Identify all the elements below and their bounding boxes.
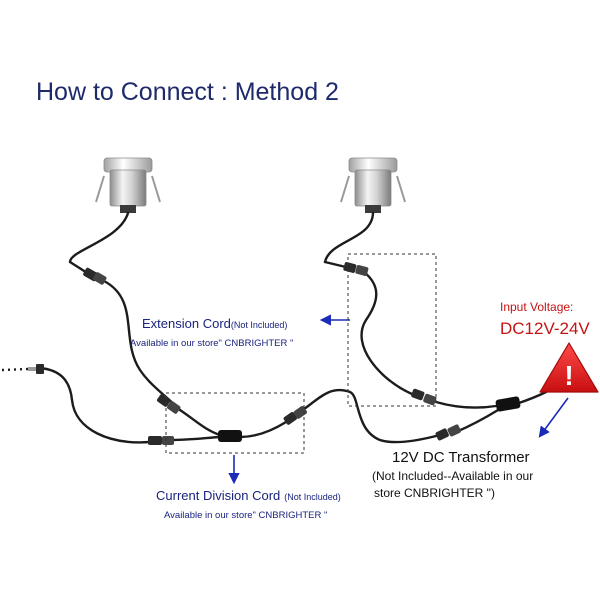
input-voltage-label: Input Voltage:: [500, 300, 573, 314]
led-lamp-icon: [340, 157, 406, 213]
input-voltage-value: DC12V-24V: [500, 319, 590, 338]
extension-cord-availability: Available in our store" CNBRIGHTER ": [130, 338, 293, 349]
extension-cord-highlight: [347, 253, 437, 407]
led-lamp-icon: [95, 157, 161, 213]
page-title: How to Connect : Method 2: [36, 78, 339, 106]
extension-cord-label: Extension Cord(Not Included): [142, 316, 287, 331]
arrow-icon: [538, 397, 569, 438]
cable-network: [38, 211, 548, 444]
division-cord-availability: Available in our store" CNBRIGHTER ": [164, 510, 327, 521]
connector-icon: [28, 262, 521, 445]
transformer-note-line1: (Not Included--Available in our: [372, 469, 533, 483]
warning-symbol: !: [564, 360, 573, 391]
cable-continuation: [1, 367, 29, 372]
transformer-label: 12V DC Transformer: [392, 449, 530, 466]
division-cord-highlight: [165, 392, 305, 454]
division-cord-label: Current Division Cord(Not Included): [156, 488, 341, 503]
transformer-note-line2: store CNBRIGHTER "): [374, 486, 495, 500]
warning-triangle-icon: !: [539, 342, 599, 393]
